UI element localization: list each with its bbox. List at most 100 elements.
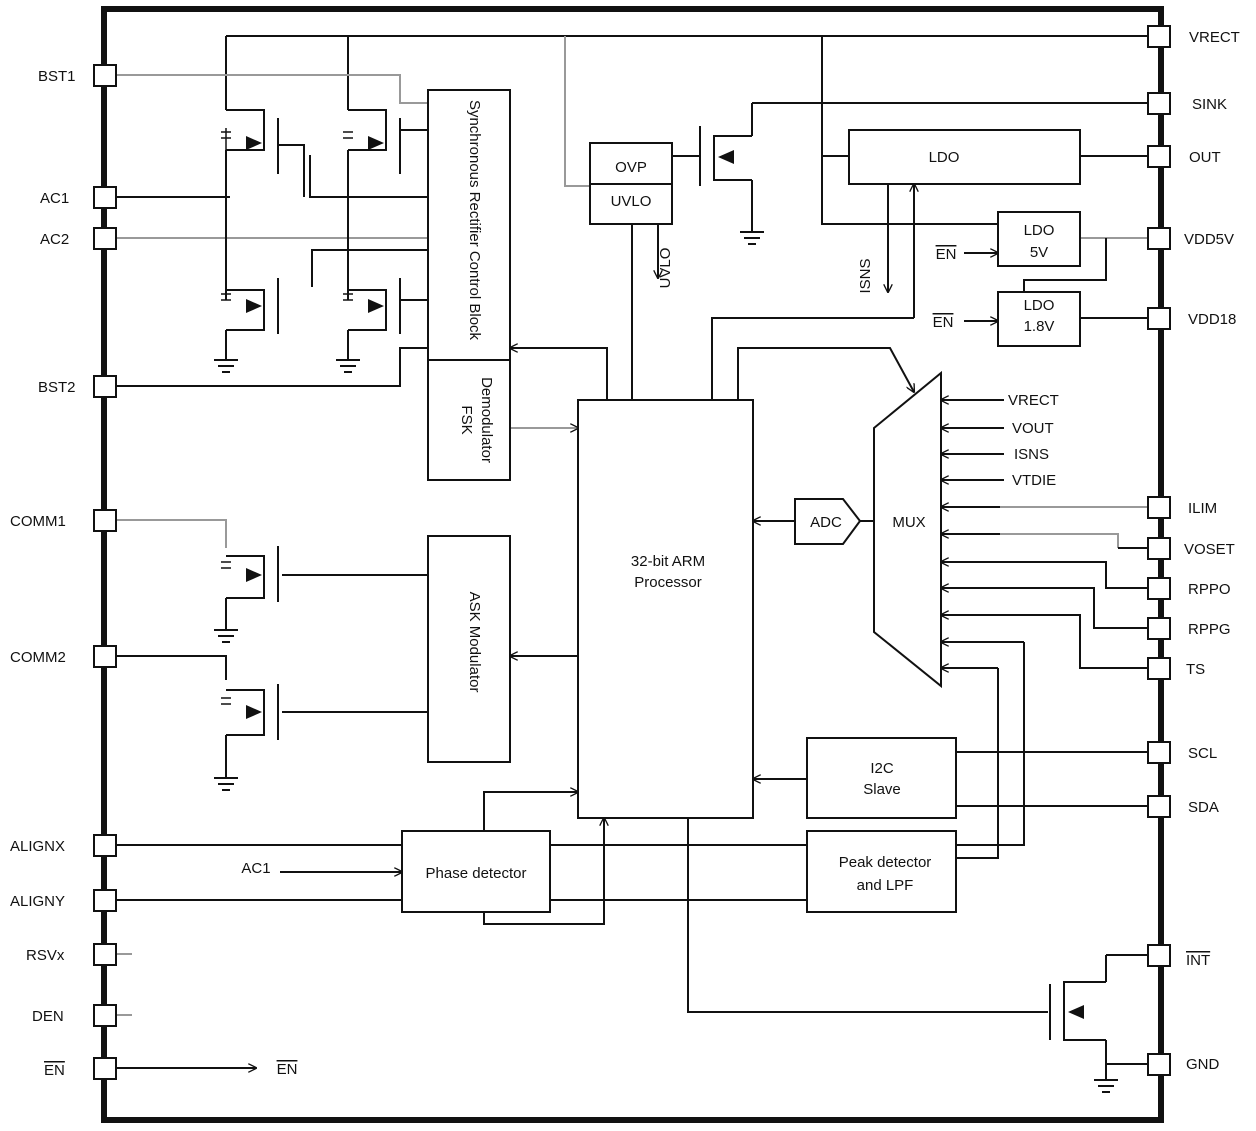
svg-text:TS: TS xyxy=(1186,661,1205,678)
pin-voset[interactable]: VOSET xyxy=(1147,537,1235,560)
svg-text:SINK: SINK xyxy=(1192,96,1227,113)
pin-comm1[interactable]: COMM1 xyxy=(10,509,117,532)
fet-low-ac2 xyxy=(343,278,401,334)
fet-int xyxy=(1049,981,1106,1041)
pin-den[interactable]: DEN xyxy=(32,1004,117,1027)
svg-text:RPPO: RPPO xyxy=(1188,581,1231,598)
svg-text:INT: INT xyxy=(1186,952,1210,969)
phase-detector-block xyxy=(401,830,551,913)
ovp-label: OVP xyxy=(615,159,647,176)
isns-signal-label: ISNS xyxy=(857,258,874,293)
pin-comm2[interactable]: COMM2 xyxy=(10,645,117,668)
svg-text:BST1: BST1 xyxy=(38,68,76,85)
pin-scl[interactable]: SCL xyxy=(1147,741,1217,764)
mux-input-isns: ISNS xyxy=(1014,446,1049,463)
fet-comm2 xyxy=(221,684,279,740)
en-ldo18-label: EN xyxy=(933,314,954,331)
ground-icon xyxy=(214,359,238,373)
pin-aligny[interactable]: ALIGNY xyxy=(10,889,117,912)
svg-text:AC2: AC2 xyxy=(40,231,69,248)
svg-text:AC1: AC1 xyxy=(40,190,69,207)
rectifier-fets xyxy=(221,109,1106,1041)
svg-text:VDD5V: VDD5V xyxy=(1184,231,1234,248)
pin-int[interactable]: INT xyxy=(1147,944,1210,969)
en-ldo5-label: EN xyxy=(936,246,957,263)
cpu-label-1: 32-bit ARM xyxy=(631,553,705,570)
svg-text:DEN: DEN xyxy=(32,1008,64,1025)
svg-text:SCL: SCL xyxy=(1188,745,1217,762)
phase-detector-label: Phase detector xyxy=(426,865,527,882)
ldo18-label-1: LDO xyxy=(1024,297,1055,314)
pin-bst2[interactable]: BST2 xyxy=(38,375,117,398)
fet-comm1 xyxy=(221,546,279,602)
ldo5-label-2: 5V xyxy=(1030,244,1048,261)
pin-ilim[interactable]: ILIM xyxy=(1147,496,1217,519)
pin-ts[interactable]: TS xyxy=(1147,657,1205,680)
pin-gnd[interactable]: GND xyxy=(1147,1053,1220,1076)
fsk-label-1: FSK xyxy=(458,405,475,434)
pin-rppo[interactable]: RPPO xyxy=(1147,577,1231,600)
blocks: Synchronous Rectifier Control Block FSK … xyxy=(401,89,1081,913)
svg-text:OUT: OUT xyxy=(1189,149,1221,166)
ldo5-label-1: LDO xyxy=(1024,222,1055,239)
ground-icon xyxy=(336,359,360,373)
ldo5-block xyxy=(997,211,1081,267)
ground-icon xyxy=(214,777,238,791)
pin-ac1[interactable]: AC1 xyxy=(40,186,117,209)
mux-block xyxy=(873,370,942,689)
right-pins: VRECT SINK OUT VDD5V VDD18 ILIM VOSET RP… xyxy=(1147,25,1240,1076)
en-out-label: EN xyxy=(277,1061,298,1078)
chip-outline xyxy=(101,6,1164,1123)
peak-detector-block xyxy=(806,830,957,913)
i2c-block xyxy=(806,737,957,819)
fet-low-ac1 xyxy=(221,278,279,334)
pin-vrect[interactable]: VRECT xyxy=(1147,25,1240,48)
cpu-label-2: Processor xyxy=(634,574,702,591)
pin-out[interactable]: OUT xyxy=(1147,145,1221,168)
svg-text:ALIGNY: ALIGNY xyxy=(10,893,65,910)
peak-label-1: Peak detector xyxy=(839,854,932,871)
pin-alignx[interactable]: ALIGNX xyxy=(10,834,117,857)
adc-label: ADC xyxy=(810,514,842,531)
mux-label: MUX xyxy=(892,514,925,531)
mux-input-vrect: VRECT xyxy=(1008,392,1059,409)
pin-vdd5v[interactable]: VDD5V xyxy=(1147,227,1234,250)
cpu-block xyxy=(577,399,754,819)
ldo18-label-2: 1.8V xyxy=(1024,318,1055,335)
mux-input-vtdie: VTDIE xyxy=(1012,472,1056,489)
ask-block xyxy=(427,535,511,763)
ground-icon xyxy=(740,231,764,245)
uvlo-signal-label: UVLO xyxy=(657,248,674,289)
svg-text:COMM2: COMM2 xyxy=(10,649,66,666)
uvlo-label: UVLO xyxy=(611,193,652,210)
ldo18-block xyxy=(997,291,1081,347)
left-pins: BST1 AC1 AC2 BST2 COMM1 COMM2 ALIGNX ALI… xyxy=(10,64,117,1080)
ac1-in-label: AC1 xyxy=(241,860,270,877)
fet-high-ac2 xyxy=(343,109,401,174)
pin-vdd18[interactable]: VDD18 xyxy=(1147,307,1236,330)
ask-label: ASK Modulator xyxy=(466,592,483,693)
pin-rppg[interactable]: RPPG xyxy=(1147,617,1231,640)
svg-text:GND: GND xyxy=(1186,1056,1220,1073)
pin-en[interactable]: EN xyxy=(44,1057,117,1080)
peak-label-2: and LPF xyxy=(857,877,914,894)
ground-icon xyxy=(1094,1079,1118,1093)
i2c-label-1: I2C xyxy=(870,760,894,777)
ldo-out-label: LDO xyxy=(929,149,960,166)
svg-text:EN: EN xyxy=(44,1062,65,1079)
fsk-label-2: Demodulator xyxy=(478,377,495,463)
svg-text:BST2: BST2 xyxy=(38,379,76,396)
svg-text:VOSET: VOSET xyxy=(1184,541,1235,558)
pin-sink[interactable]: SINK xyxy=(1147,92,1227,115)
svg-text:VRECT: VRECT xyxy=(1189,29,1240,46)
pin-bst1[interactable]: BST1 xyxy=(38,64,117,87)
ground-symbols xyxy=(214,231,1118,1093)
pin-sda[interactable]: SDA xyxy=(1147,795,1219,818)
pin-ac2[interactable]: AC2 xyxy=(40,227,117,250)
mux-input-vout: VOUT xyxy=(1012,420,1054,437)
svg-text:RPPG: RPPG xyxy=(1188,621,1231,638)
pin-rsvx[interactable]: RSVx xyxy=(26,943,117,966)
svg-text:VDD18: VDD18 xyxy=(1188,311,1236,328)
wiring xyxy=(116,35,1148,1080)
